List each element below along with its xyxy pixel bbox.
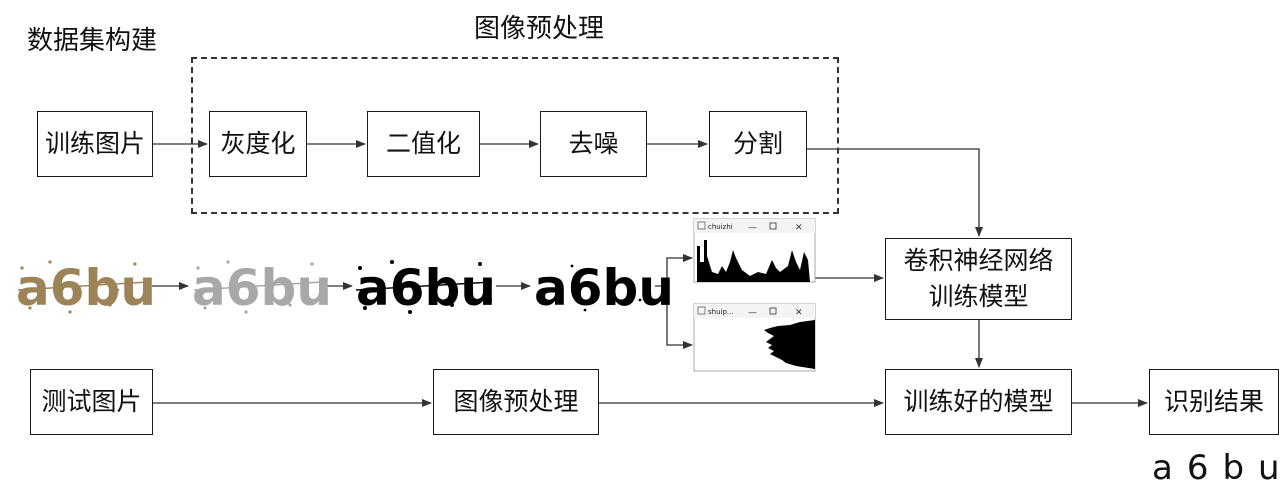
preprocess-title: 图像预处理 — [474, 14, 605, 44]
vertical-window-title: chuizhi — [708, 223, 733, 231]
maximize-icon[interactable] — [769, 222, 777, 230]
cnn-line-2: 训练模型 — [928, 282, 1029, 311]
captcha-binary: a6bu — [355, 259, 496, 317]
vertical-projection-window: chuizhi — ✕ — [693, 218, 816, 283]
recognition-result-box: 识别结果 — [1149, 369, 1279, 435]
captcha-original: a6bu — [16, 259, 156, 317]
preprocess-group — [191, 57, 839, 214]
result-text: a6bu — [1152, 448, 1288, 488]
horizontal-projection-window: shuip... — ✕ — [693, 303, 816, 372]
denoise-box: 去噪 — [540, 111, 647, 177]
captcha-denoised: a6bu — [534, 259, 674, 317]
captcha-denoised-text: a6bu — [534, 259, 674, 317]
test-preprocess-box: 图像预处理 — [433, 369, 599, 435]
captcha-gray: a6bu — [192, 259, 332, 317]
grayscale-box: 灰度化 — [209, 111, 307, 177]
test-images-box: 测试图片 — [30, 369, 153, 435]
horizontal-window-title: shuip... — [708, 308, 734, 316]
arrow-seg-to-horizontal — [666, 286, 693, 349]
trained-model-box: 训练好的模型 — [885, 369, 1072, 435]
cnn-line-1: 卷积神经网络 — [903, 245, 1054, 275]
cnn-training-box: 卷积神经网络 训练模型 — [885, 238, 1072, 320]
train-images-box: 训练图片 — [37, 111, 153, 177]
close-icon[interactable]: ✕ — [795, 308, 803, 318]
maximize-icon[interactable] — [769, 307, 777, 315]
segment-box: 分割 — [709, 111, 807, 177]
arrow-segment-to-cnn — [807, 148, 983, 237]
arrow-seg-to-vertical — [655, 254, 693, 287]
close-icon[interactable]: ✕ — [795, 223, 803, 233]
minimize-icon[interactable]: — — [748, 308, 757, 318]
minimize-icon[interactable]: — — [748, 223, 757, 233]
binarize-box: 二值化 — [367, 111, 480, 177]
dataset-label: 数据集构建 — [27, 26, 158, 56]
